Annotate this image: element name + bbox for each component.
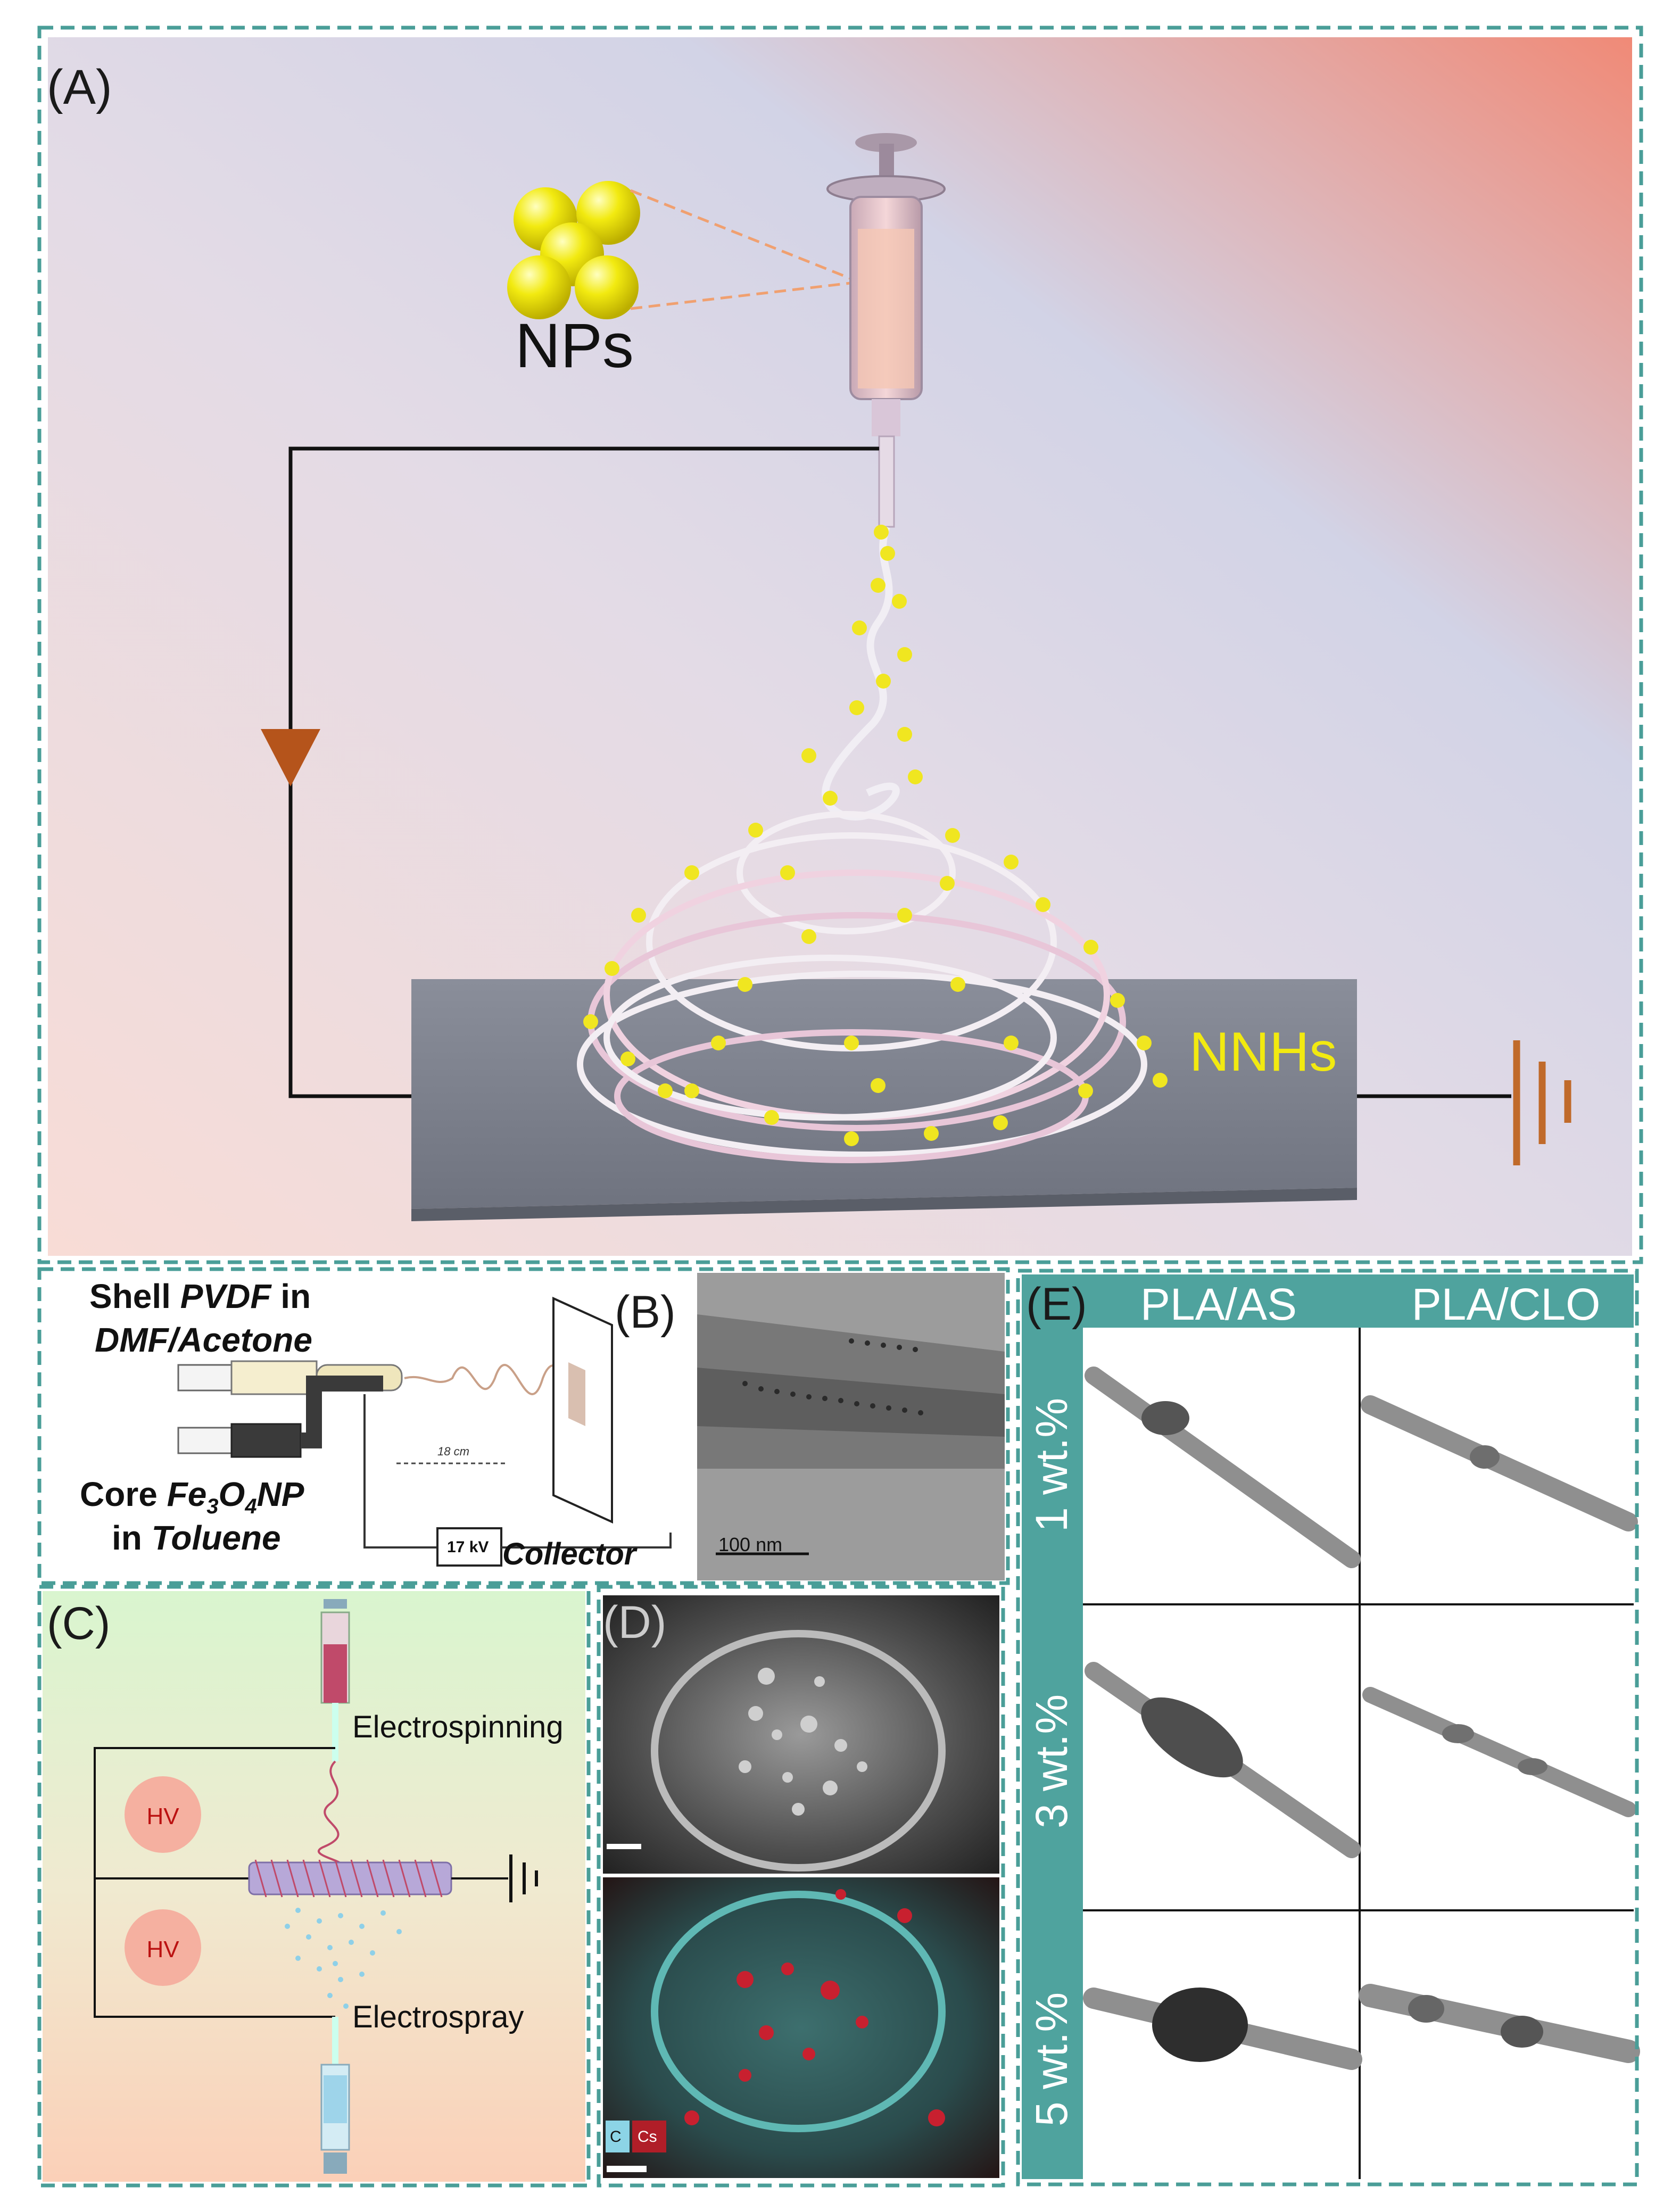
ground-icon [1513,1040,1571,1165]
panel-a: (A) NPs [37,26,1643,1264]
hv-source-bottom [125,1909,201,1986]
nps-label: NPs [515,311,634,381]
electrospinning-label: Electrospinning [352,1710,564,1744]
column-header-pla-as: PLA/AS [1140,1279,1297,1329]
bottom-syringe-icon [320,2017,350,2174]
sem-fiber-cross-section [651,1630,946,1872]
row-header-1wt: 1 wt.% [1027,1398,1077,1532]
row-header-3wt: 3 wt.% [1027,1694,1077,1828]
panel-d: (D) C Cs [597,1585,1005,2188]
sem-scale-bar [607,1844,641,1849]
panel-d-label: (D) [603,1597,666,1648]
panel-e-frame [1016,1269,1639,2187]
legend-c-label: C [610,2128,622,2146]
collector-plate [411,979,1357,1209]
edx-cs-spots [684,1889,945,2126]
fiber-pla-as-3wt [1085,1662,1361,1858]
collector-label: Collector [502,1537,638,1571]
tem-scale-label: 100 nm [718,1534,782,1555]
panel-e-label: (E) [1026,1279,1087,1330]
hv-bottom-label: HV [146,1936,179,1962]
nanoparticle-cluster-icon [507,181,640,319]
top-syringe-icon [320,1599,350,1761]
current-arrow-icon [261,729,320,786]
zoom-line-bottom [630,280,860,310]
voltage-label: 17 kV [447,1538,489,1556]
collector-screen-icon [552,1296,613,1524]
hv-top-label: HV [146,1803,179,1829]
legend-cs-swatch [632,2121,666,2152]
edx-fiber-cross-section [651,1891,946,2132]
distance-label: 18 cm [437,1445,469,1458]
legend-cs-label: Cs [638,2128,657,2146]
legend-c-swatch [606,2121,630,2152]
fiber-pla-as-1wt [1085,1367,1361,1568]
panel-e: (E) PLA/AS PLA/CLO 1 wt.% 3 wt.% 5 wt.% [1014,1269,1640,2187]
fiber-pla-clo-1wt [1361,1395,1638,1531]
core-label-line1: Core Fe3O4NP [80,1475,304,1518]
panel-b-label: (B) [615,1287,676,1338]
panel-a-frame [37,26,1643,1264]
electrospray-label: Electrospray [352,2000,524,2034]
voltage-box [436,1527,502,1567]
panel-c: (C) Electrospinning HV HV [37,1585,591,2188]
panel-c-label: (C) [47,1598,110,1649]
coaxial-syringes-icon [177,1360,403,1458]
ground-icon-c [509,1854,538,1902]
nnhs-label: NNHs [1189,1021,1337,1083]
collector-fibers [254,1859,443,1898]
panel-d-frame [597,1585,1005,2188]
circuit-wire-b [363,1394,437,1548]
polymer-jet [822,525,900,821]
row-header-5wt: 5 wt.% [1027,1992,1077,2126]
shell-label-line2: DMF/Acetone [95,1321,312,1359]
panel-a-label: (A) [47,60,112,114]
tem-image: 100 nm [697,1273,1005,1580]
fiber-pla-clo-5wt [1359,1984,1640,2063]
fiber-pla-clo-3wt [1362,1687,1636,1817]
column-header-bar [1022,1274,1634,1328]
nanoparticle-dots [583,525,1168,1146]
panel-b-frame [37,1267,1010,1585]
circuit-wire-c [94,1747,335,2018]
panel-b: (B) Shell PVDF in DMF/Acetone Core Fe3O4… [37,1267,1010,1585]
row-header-bar [1022,1274,1083,2179]
core-label-line2: in Toluene [112,1519,281,1557]
edx-scale-bar [607,2166,647,2172]
collector-plate-edge [411,1188,1357,1221]
spray-droplets [285,1908,402,2009]
sem-particles [739,1668,867,1816]
column-header-pla-clo: PLA/CLO [1412,1279,1601,1329]
syringe-icon [826,133,946,528]
zoom-line-top [630,189,860,284]
sem-image [603,1595,999,1874]
collector-wire [501,1533,672,1548]
fiber-pla-as-5wt [1083,1988,1362,2070]
shell-label-line1: Shell PVDF in [89,1277,311,1315]
hv-source-top [125,1776,201,1853]
